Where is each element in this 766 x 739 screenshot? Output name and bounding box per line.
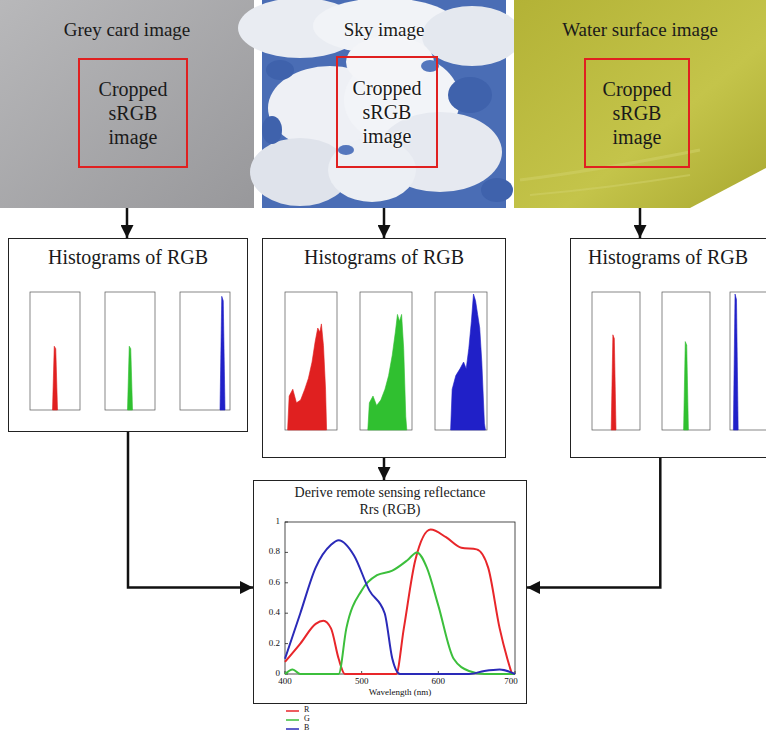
- sky-patch: [266, 60, 294, 80]
- tick-label: 0.6: [269, 578, 280, 588]
- plot-frame: [30, 292, 80, 410]
- flow-arrow: [527, 458, 660, 588]
- histogram-area: [451, 294, 486, 430]
- sky-photo: [238, 0, 522, 208]
- flow-arrow: [383, 208, 386, 238]
- tick-mark: [285, 522, 288, 523]
- histogram-area: [288, 324, 327, 430]
- legend-label: G: [304, 715, 310, 724]
- legend-line: [286, 728, 299, 730]
- box-title: Derive remote sensing reflectance Rrs (R…: [290, 485, 490, 519]
- histogram-area: [53, 346, 58, 410]
- reflectance-curve: [285, 552, 515, 674]
- legend-line: [286, 710, 299, 712]
- grey-card-photo: [0, 0, 254, 208]
- flow-arrow: [126, 208, 129, 238]
- crop-label: Cropped sRGB image: [590, 77, 684, 149]
- panel-title: Water surface image: [514, 19, 766, 42]
- plot-frame: [360, 292, 412, 430]
- ripple: [520, 150, 700, 180]
- bank-area: [690, 168, 766, 208]
- plot-frame: [105, 292, 155, 410]
- histogram-plots: [30, 292, 766, 430]
- reflectance-chart: [285, 522, 515, 674]
- panel-ground: [253, 480, 527, 704]
- tick-label: 0.8: [269, 547, 280, 557]
- panel-title: Histograms of RGB: [571, 245, 765, 269]
- panel-title: Grey card image: [0, 19, 254, 42]
- crop-label: Cropped sRGB image: [84, 77, 182, 149]
- panel-title: Histograms of RGB: [263, 245, 505, 269]
- panel-ground: [262, 238, 506, 458]
- tick-label: 700: [504, 677, 518, 687]
- crop-box: Cropped sRGB image: [584, 58, 690, 168]
- legend-label: B: [304, 724, 309, 733]
- panel-title: Sky image: [262, 19, 506, 42]
- flow-arrow: [383, 458, 386, 480]
- histogram-area: [220, 296, 225, 410]
- chart-frame: [285, 522, 515, 674]
- histogram-area: [684, 342, 689, 430]
- ripple: [530, 175, 690, 195]
- photo-panel: Sky imageCropped sRGB image: [262, 0, 506, 208]
- sky-patch: [262, 116, 282, 144]
- histogram-area: [128, 346, 133, 410]
- flow-arrow: [639, 208, 642, 238]
- plot-frame: [730, 292, 766, 430]
- panel-ground: [8, 238, 248, 432]
- histogram-box: Histograms of RGB: [570, 238, 766, 458]
- process-box: Derive remote sensing reflectance Rrs (R…: [253, 480, 527, 704]
- crop-label: Cropped sRGB image: [342, 76, 432, 148]
- reflectance-curve: [285, 530, 512, 674]
- histogram-area: [733, 294, 738, 430]
- water-photo: [514, 0, 766, 208]
- tick-label: 500: [355, 677, 369, 687]
- panel-ground: [570, 238, 766, 458]
- water-ground: [514, 0, 766, 208]
- tick-label: 600: [432, 677, 446, 687]
- plot-frame: [435, 292, 487, 430]
- sky-patch: [481, 178, 513, 202]
- crop-box: Cropped sRGB image: [78, 58, 188, 168]
- plot-frame: [285, 292, 337, 430]
- tick-label: 1: [276, 517, 281, 527]
- cloud: [328, 138, 416, 202]
- photo-panel: Grey card imageCropped sRGB image: [0, 0, 254, 208]
- reflectance-curve: [285, 540, 515, 674]
- tick-label: 400: [278, 677, 292, 687]
- legend-label: R: [304, 706, 309, 715]
- histogram-box: Histograms of RGB: [262, 238, 506, 458]
- axis-title: Wavelength (nm): [369, 688, 432, 698]
- plot-frame: [592, 292, 640, 430]
- legend-line: [286, 719, 299, 721]
- panel-title: Histograms of RGB: [9, 245, 247, 269]
- plot-frame: [180, 292, 230, 410]
- histogram-box: Histograms of RGB: [8, 238, 248, 432]
- sky-patch: [338, 145, 354, 155]
- photo-panel: Water surface imageCropped sRGB image: [514, 0, 766, 208]
- legend-lines: [286, 711, 299, 729]
- histogram-area: [611, 335, 616, 430]
- tick-mark: [285, 643, 288, 644]
- tick-mark: [285, 552, 288, 553]
- tick-label: 0.4: [269, 608, 280, 618]
- histogram-area: [368, 314, 407, 430]
- crop-box: Cropped sRGB image: [336, 56, 438, 168]
- sky-patch: [448, 77, 492, 113]
- plot-frame: [662, 292, 710, 430]
- tick-mark: [285, 613, 288, 614]
- tick-label: 0.2: [269, 639, 280, 649]
- flow-arrow: [128, 432, 253, 588]
- tick-mark: [285, 582, 288, 583]
